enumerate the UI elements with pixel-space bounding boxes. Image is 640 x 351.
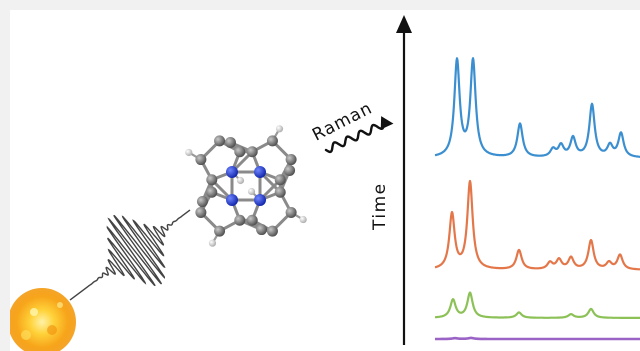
raman-spectrum-line-3 [434, 291, 640, 319]
carbon-atom [274, 174, 286, 186]
carbon-atom [246, 146, 258, 158]
carbon-atom [224, 136, 236, 148]
carbon-atom [234, 214, 246, 226]
nitrogen-atom [225, 194, 238, 207]
carbon-atom [256, 224, 268, 236]
carbon-atom [214, 135, 226, 147]
raman-spectrum-line-1 [434, 57, 640, 158]
spectra-group [434, 57, 640, 341]
sun-icon [10, 288, 76, 351]
up-arrow-icon [396, 15, 412, 33]
carbon-atom [195, 154, 207, 166]
hydrogen-atom [275, 125, 284, 133]
carbon-atom [274, 186, 286, 198]
laser-pulse-icon [69, 209, 191, 301]
carbon-atom [214, 225, 226, 237]
nitrogen-atom [225, 165, 238, 178]
hydrogen-atom [299, 215, 307, 224]
hydrogen-atom [247, 187, 256, 196]
carbon-atom [246, 214, 258, 226]
carbon-atom [206, 186, 218, 198]
hydrogen-atom [236, 176, 245, 185]
raman-label: Raman [309, 98, 376, 145]
hydrogen-atom [208, 239, 217, 247]
carbon-atom [285, 154, 297, 166]
carbon-atom [195, 206, 207, 218]
carbon-atom [266, 135, 278, 147]
carbon-atom [206, 174, 218, 186]
carbon-atom [234, 146, 246, 158]
nitrogen-atom [254, 165, 267, 178]
figure-canvas: Raman Time [10, 10, 640, 351]
wavy-arrow-icon [324, 116, 394, 154]
time-axis-label: Time [370, 182, 390, 231]
nitrogen-atom [254, 194, 267, 207]
figure-svg: Raman Time [10, 15, 640, 351]
raman-spectrum-line-4 [434, 336, 640, 341]
carbon-atom [284, 164, 296, 176]
carbon-atom [196, 196, 208, 208]
carbon-atom [285, 206, 297, 218]
porphyrin-molecule-icon [185, 125, 307, 247]
raman-spectrum-line-2 [434, 179, 640, 271]
hydrogen-atom [185, 148, 193, 157]
carbon-atom [266, 225, 278, 237]
time-axis [396, 15, 412, 345]
